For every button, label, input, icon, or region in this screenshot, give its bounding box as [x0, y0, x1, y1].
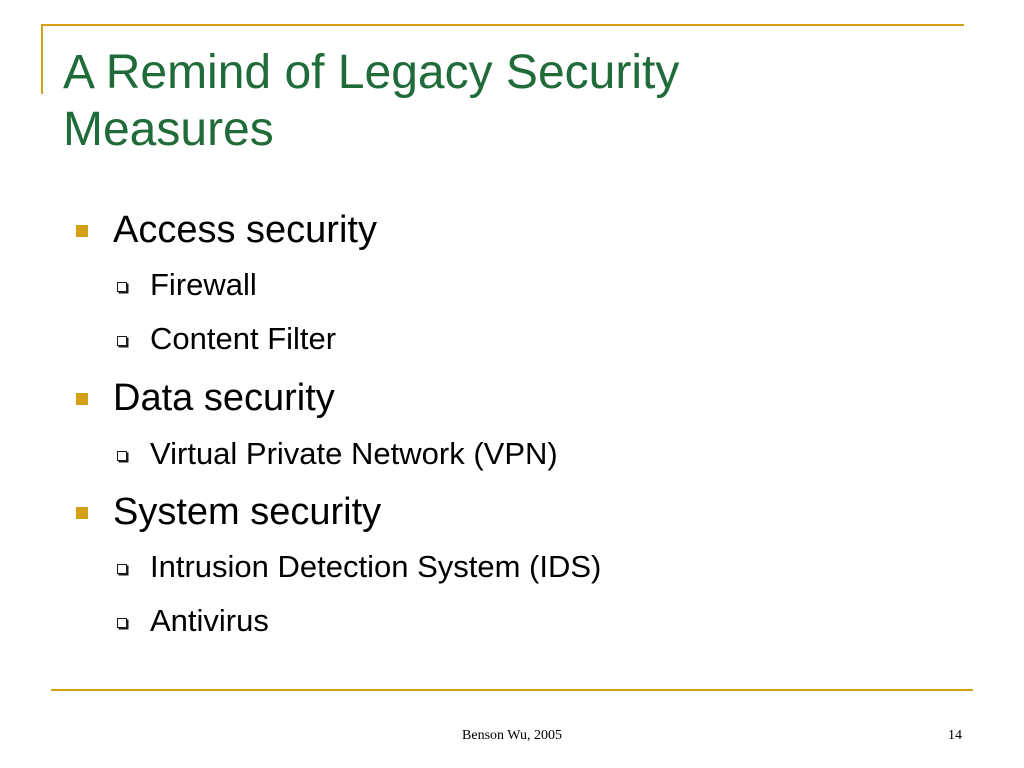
- subbullet-ids: Intrusion Detection System (IDS): [117, 549, 602, 585]
- hollow-square-bullet-icon: [117, 282, 127, 292]
- subbullet-antivirus: Antivirus: [117, 603, 269, 639]
- bullet-text: Data security: [113, 377, 335, 419]
- bullet-list: Access security Firewall Content Filter …: [76, 208, 602, 639]
- title-frame-left-rule: [41, 24, 43, 94]
- bullet-system-security: System security: [76, 490, 382, 534]
- subbullet-text: Intrusion Detection System (IDS): [150, 549, 602, 584]
- bullet-text: Access security: [113, 209, 377, 251]
- subbullet-vpn: Virtual Private Network (VPN): [117, 436, 558, 472]
- slide-title-line-2: Measures: [63, 103, 274, 156]
- hollow-square-bullet-icon: [117, 618, 127, 628]
- footer-rule: [51, 689, 973, 691]
- filled-square-bullet-icon: [76, 393, 88, 405]
- hollow-square-bullet-icon: [117, 336, 127, 346]
- filled-square-bullet-icon: [76, 507, 88, 519]
- bullet-access-security: Access security: [76, 208, 377, 252]
- bullet-data-security: Data security: [76, 376, 335, 420]
- subbullet-text: Content Filter: [150, 321, 337, 356]
- hollow-square-bullet-icon: [117, 451, 127, 461]
- subbullet-firewall: Firewall: [117, 267, 257, 303]
- subbullet-text: Antivirus: [150, 603, 269, 638]
- slide-title-line-1: A Remind of Legacy Security: [63, 46, 680, 99]
- bullet-text: System security: [113, 491, 382, 533]
- slide-title: A Remind of Legacy Security Measures: [63, 44, 963, 158]
- title-frame-top-rule: [41, 24, 964, 26]
- subbullet-text: Virtual Private Network (VPN): [150, 436, 558, 471]
- hollow-square-bullet-icon: [117, 564, 127, 574]
- filled-square-bullet-icon: [76, 225, 88, 237]
- footer-author: Benson Wu, 2005: [462, 728, 562, 743]
- page-number: 14: [948, 728, 962, 743]
- subbullet-text: Firewall: [150, 267, 257, 302]
- subbullet-content-filter: Content Filter: [117, 321, 337, 357]
